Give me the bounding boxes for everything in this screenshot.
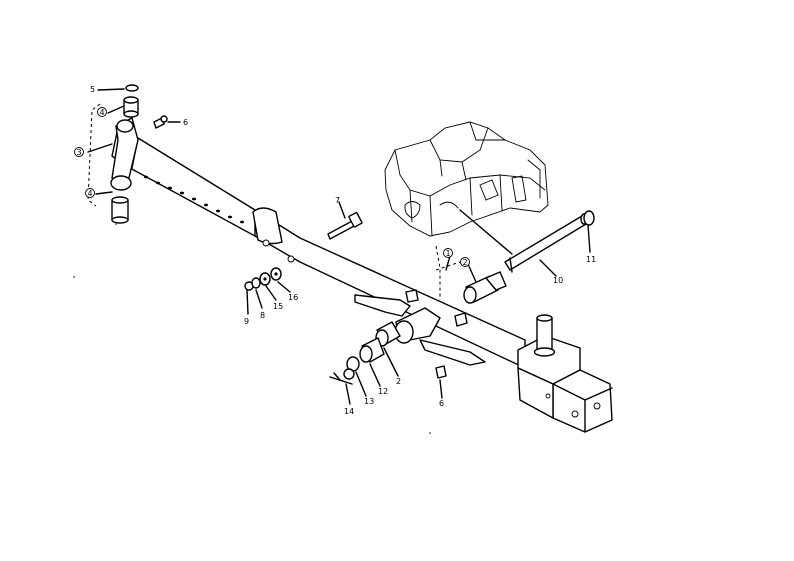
label-7: 7 [335, 196, 340, 205]
label-4-upper: 4 [100, 108, 105, 117]
label-15: 15 [273, 302, 283, 311]
tractor-housing-sketch [384, 121, 549, 237]
bolt-hole [262, 239, 270, 247]
bushing-upper [463, 271, 507, 304]
callout-labels: 5 4 3 4 6 7 1 2 10 11 9 8 15 16 12 2 13 … [74, 85, 596, 416]
washer [583, 210, 595, 226]
label-4-lower: 4 [88, 189, 93, 198]
label-5: 5 [90, 85, 95, 94]
nut [343, 368, 355, 380]
label-9: 9 [244, 317, 249, 326]
pivot-pin [504, 210, 595, 273]
label-11: 11 [586, 255, 596, 264]
nut-6 [435, 365, 447, 379]
tie-rod-end [110, 84, 168, 224]
cap [125, 84, 139, 92]
label-1: 1 [446, 249, 451, 258]
label-3: 3 [77, 148, 82, 157]
washer-stack [244, 267, 282, 291]
spindle-bracket [517, 314, 613, 433]
label-8: 8 [260, 311, 265, 320]
adjustment-holes [144, 175, 244, 224]
bolt [327, 212, 363, 240]
label-12: 12 [378, 387, 388, 396]
group-brackets [87, 103, 461, 300]
label-2-upper: 2 [463, 258, 468, 267]
label-13: 13 [364, 397, 374, 406]
label-6-lower: 6 [439, 399, 444, 408]
label-2-lower: 2 [396, 377, 401, 386]
label-14: 14 [344, 407, 354, 416]
pivot-assembly [354, 294, 486, 366]
bushing-lower-stack [329, 321, 401, 385]
label-16: 16 [288, 293, 298, 302]
label-6-upper: 6 [183, 118, 188, 127]
leader-lines [87, 88, 591, 405]
axle-beam [111, 127, 526, 369]
label-10: 10 [553, 276, 563, 285]
